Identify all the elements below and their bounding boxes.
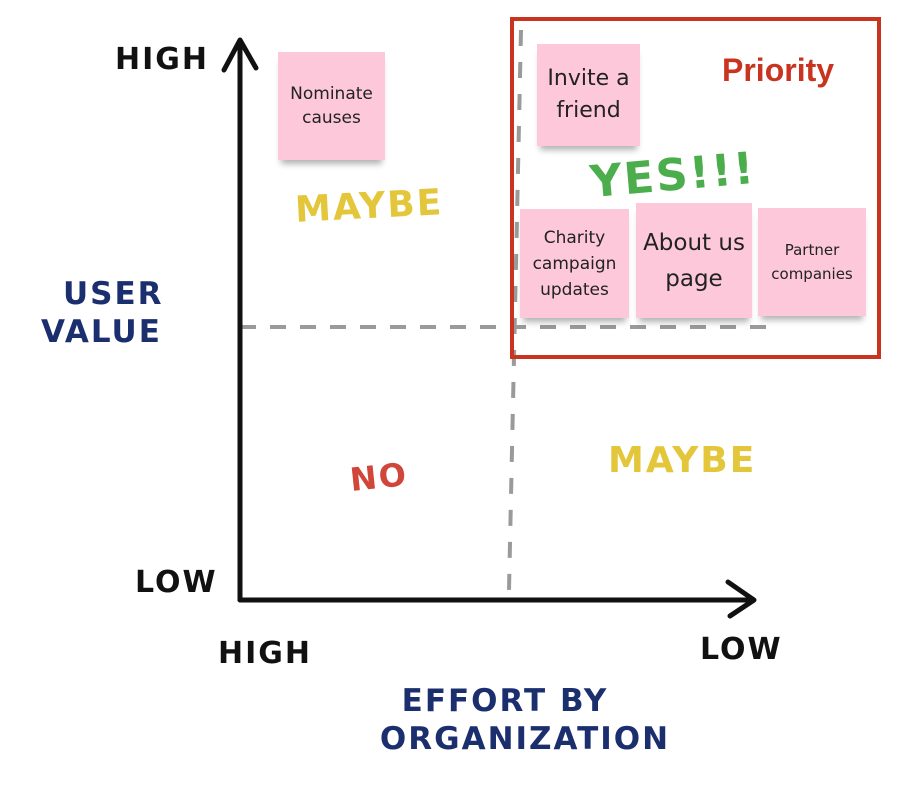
sticky-note-text: Invite a friend	[547, 66, 630, 123]
y-axis-high-label: HIGH	[115, 42, 210, 77]
sticky-note[interactable]: Partner companies	[758, 208, 866, 316]
y-axis-title-line1: USER	[63, 276, 164, 312]
quadrant-bottom-right-label: MAYBE	[608, 440, 757, 481]
quadrant-top-left-label: MAYBE	[294, 182, 445, 231]
sticky-note-text: Partner companies	[771, 241, 853, 283]
x-axis-title: EFFORT BY ORGANIZATION	[355, 682, 695, 758]
x-axis-title-line2: ORGANIZATION	[379, 721, 671, 757]
sticky-note-text: Nominate causes	[290, 84, 373, 128]
sticky-note[interactable]: Nominate causes	[278, 52, 385, 160]
y-axis-title-line2: VALUE	[41, 314, 162, 350]
sticky-note[interactable]: Charity campaign updates	[520, 209, 629, 318]
x-axis-high-label: HIGH	[218, 636, 313, 671]
x-axis-low-label: LOW	[700, 632, 783, 667]
sticky-note-text: About us page	[643, 229, 745, 292]
priority-highlight-box	[510, 17, 881, 359]
y-axis-low-label: LOW	[135, 565, 218, 600]
sticky-note-text: Charity campaign updates	[532, 227, 617, 300]
priority-label: Priority	[722, 52, 835, 88]
y-axis-title: USER VALUE	[41, 275, 164, 351]
y-axis-arrow	[221, 37, 259, 603]
sticky-note[interactable]: About us page	[636, 203, 752, 318]
sticky-note[interactable]: Invite a friend	[537, 44, 640, 146]
x-axis-title-line1: EFFORT BY	[401, 683, 609, 719]
quadrant-bottom-left-label: NO	[348, 455, 410, 499]
x-axis-arrow	[237, 579, 757, 619]
